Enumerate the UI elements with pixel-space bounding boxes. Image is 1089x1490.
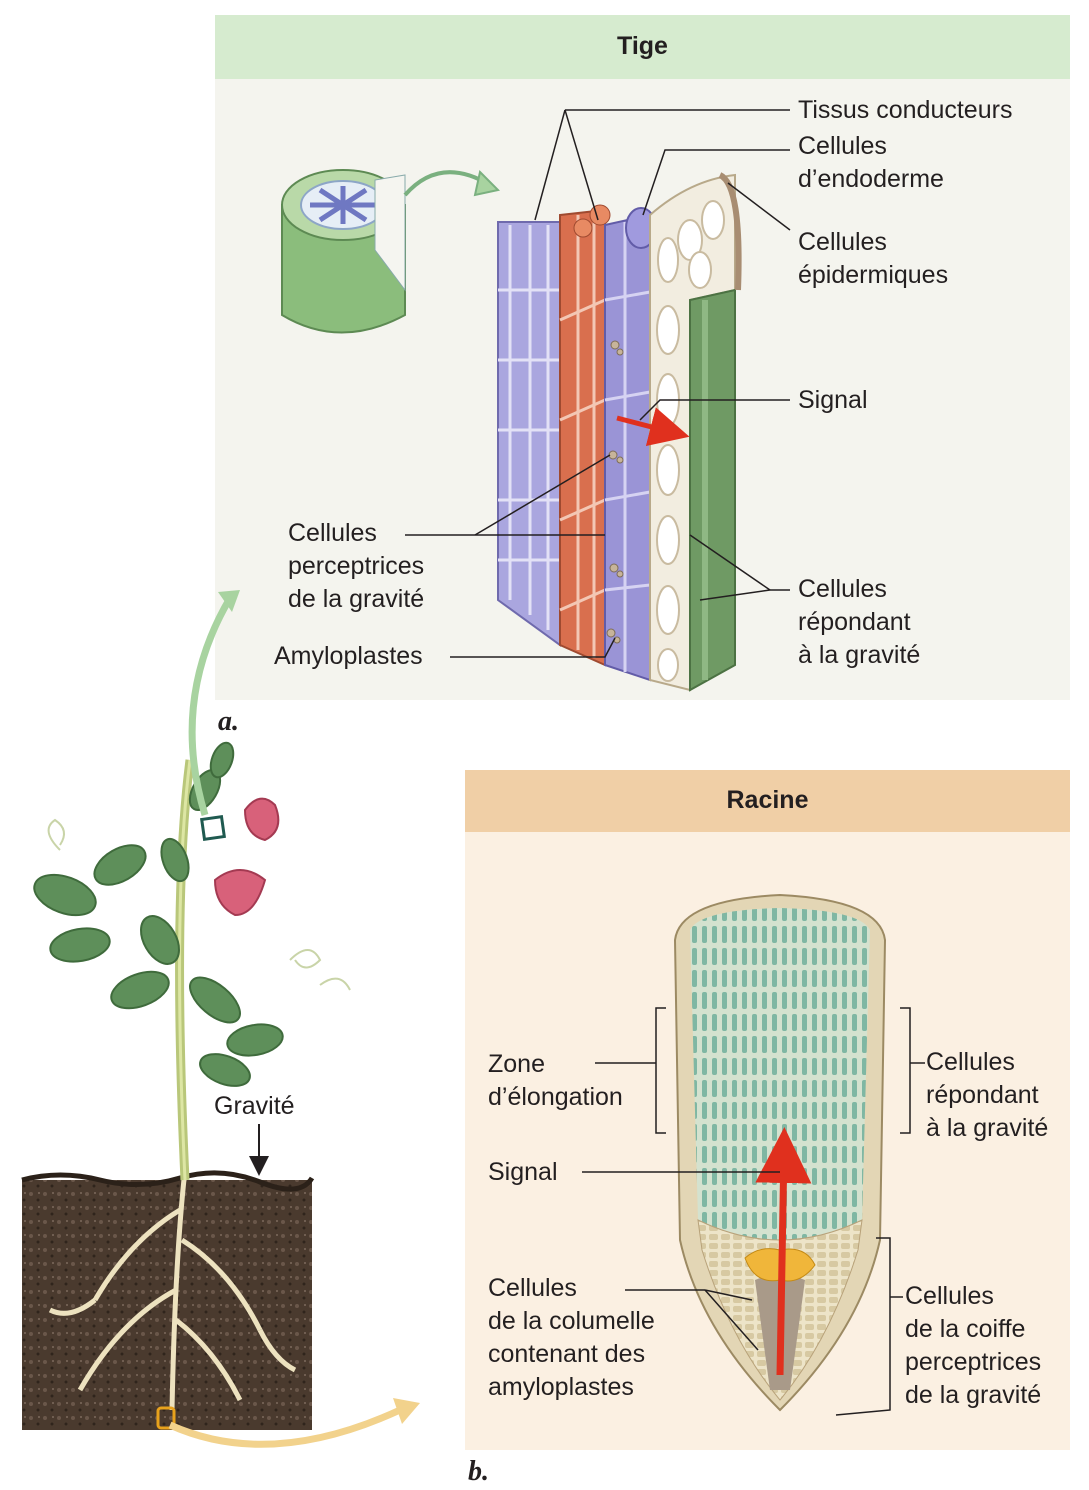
label-endodermal-cells: Cellules d’endoderme xyxy=(798,130,944,196)
signal-arrow-root xyxy=(780,1148,784,1375)
label-panel-a: a. xyxy=(218,706,239,738)
label-elongation-zone: Zone d’élongation xyxy=(488,1048,623,1114)
pea-plant xyxy=(22,740,350,1430)
label-columella-cells: Cellules de la columelle contenant des a… xyxy=(488,1272,655,1404)
label-root-signal: Signal xyxy=(488,1156,558,1189)
label-conducting-tissues: Tissus conducteurs xyxy=(798,94,1012,127)
label-panel-b: b. xyxy=(468,1456,489,1488)
label-root-cap-cells: Cellules de la coiffe perceptrices de la… xyxy=(905,1280,1041,1412)
stem-cross-section xyxy=(282,170,405,333)
label-root-gravity-responding-cells: Cellules répondant à la gravité xyxy=(926,1046,1048,1145)
label-gravity-sensing-cells: Cellules perceptrices de la gravité xyxy=(288,517,424,616)
label-amyloplasts: Amyloplastes xyxy=(274,640,423,673)
stem-tissue-block xyxy=(498,175,739,690)
label-gravity: Gravité xyxy=(214,1090,295,1123)
zoom-arrowhead-stem xyxy=(475,172,498,195)
label-stem-signal: Signal xyxy=(798,384,868,417)
label-stem-gravity-responding-cells: Cellules répondant à la gravité xyxy=(798,573,920,672)
label-epidermal-cells: Cellules épidermiques xyxy=(798,226,948,292)
